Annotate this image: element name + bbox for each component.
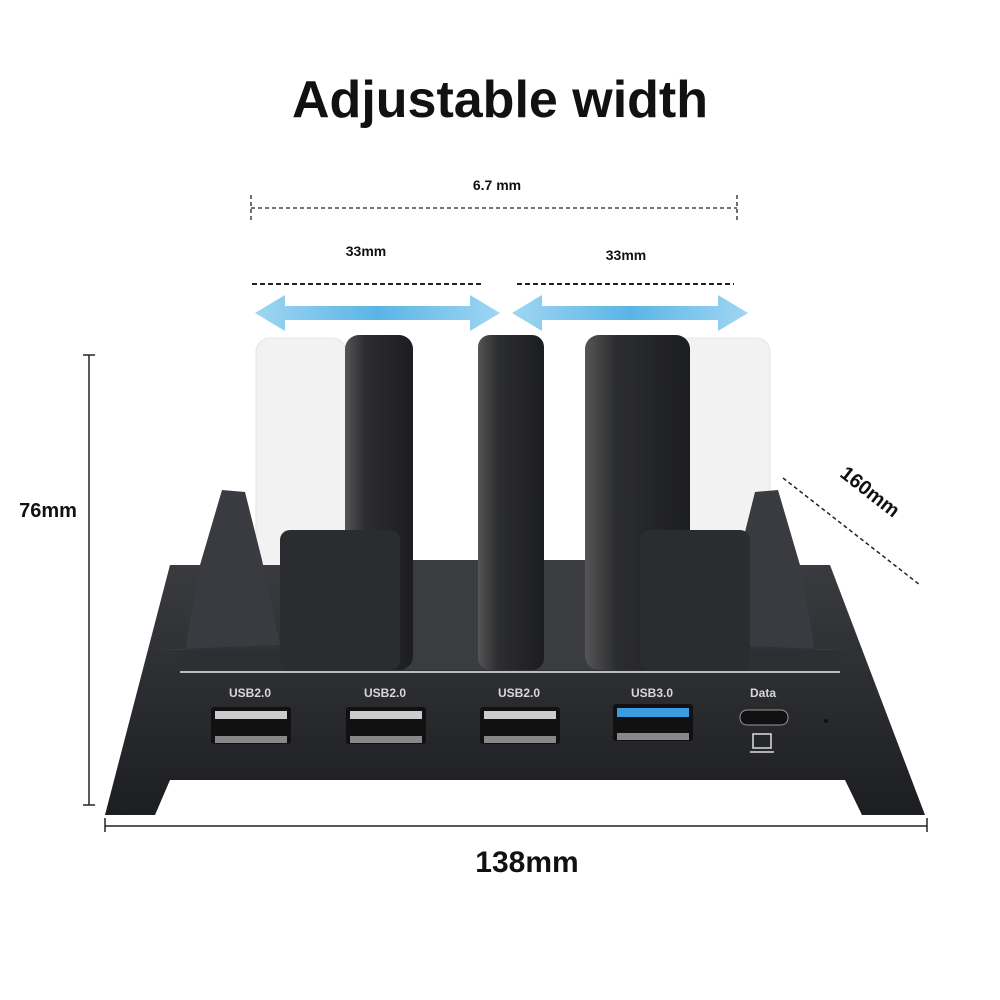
width-label: 138mm <box>475 846 578 879</box>
page-title: Adjustable width <box>292 71 708 129</box>
slot-span-label: 6.7 mm <box>473 177 521 193</box>
height-dimension-line <box>83 354 95 806</box>
divider-3-foot <box>640 530 750 670</box>
laptop-icon <box>750 733 774 753</box>
port-label: USB3.0 <box>631 686 673 700</box>
height-label: 76mm <box>19 500 77 522</box>
width-dimension-line <box>104 818 928 832</box>
port-label: USB2.0 <box>364 686 406 700</box>
depth-dimension-line <box>782 477 921 586</box>
port-usb2-2[interactable]: USB2.0 <box>346 686 426 744</box>
port-usb2-3[interactable]: USB2.0 <box>480 686 560 744</box>
port-usb2-1[interactable]: USB2.0 <box>211 686 291 744</box>
led-indicator <box>824 719 828 723</box>
port-label: USB2.0 <box>498 686 540 700</box>
divider-1-foot <box>280 530 400 670</box>
right-adjust-arrow-icon <box>512 295 748 331</box>
port-label: Data <box>750 686 776 700</box>
port-label: USB2.0 <box>229 686 271 700</box>
depth-label: 160mm <box>836 462 904 522</box>
left-adjust-arrow-icon <box>255 295 500 331</box>
right-slot-label: 33mm <box>606 247 646 263</box>
divider-2[interactable] <box>478 335 544 670</box>
port-usb-c-data[interactable]: Data <box>739 686 789 726</box>
left-slot-label: 33mm <box>346 243 386 259</box>
port-usb3[interactable]: USB3.0 <box>613 686 693 741</box>
slot-span-dimension-line <box>250 195 738 222</box>
